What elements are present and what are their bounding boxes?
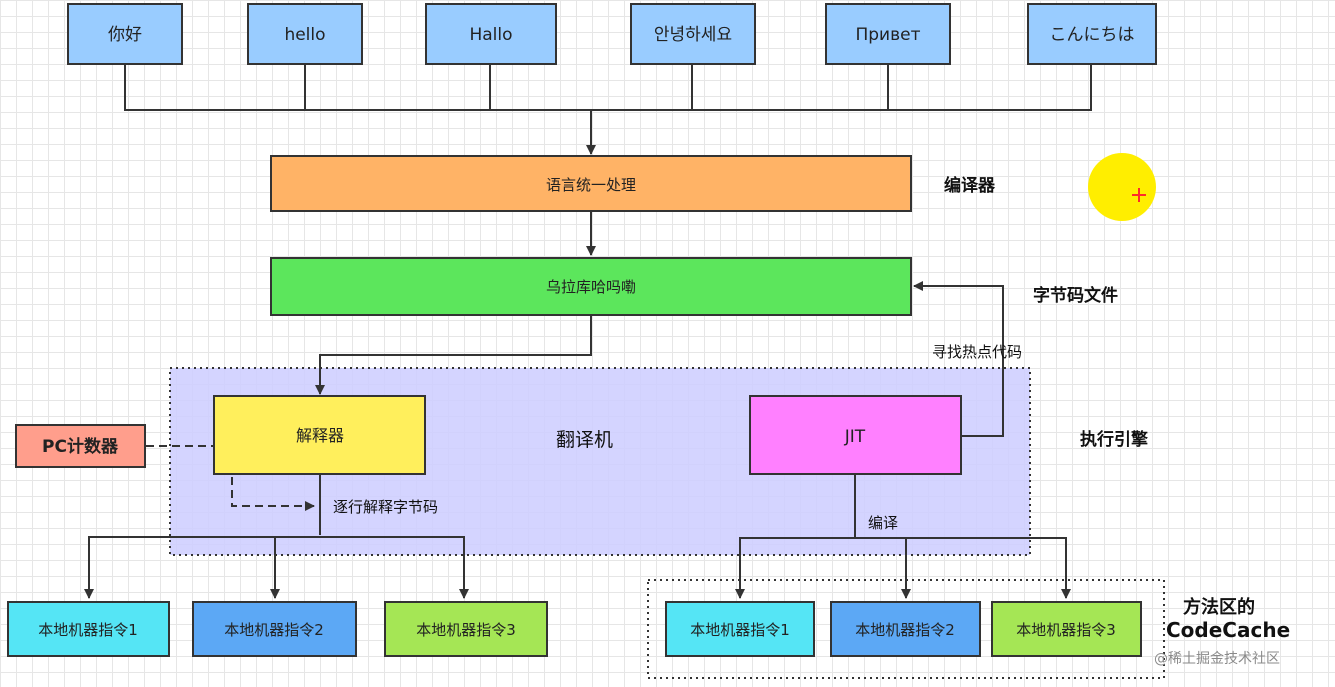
- greeting-box-3: 안녕하세요: [630, 3, 756, 65]
- instr-box-interp-2: 本地机器指令2: [192, 601, 357, 657]
- execution-engine-label: 执行引擎: [1080, 430, 1148, 450]
- greeting-box-2: Hallo: [425, 3, 557, 65]
- greeting-box-0: 你好: [67, 3, 183, 65]
- instr-label: 本地机器指令1: [690, 621, 790, 639]
- greeting-label: 你好: [108, 25, 142, 45]
- bytecode-file-label: 字节码文件: [1033, 286, 1118, 306]
- instr-label: 本地机器指令1: [38, 621, 138, 639]
- instr-label: 本地机器指令2: [224, 621, 324, 639]
- jit-box: JIT: [749, 395, 962, 475]
- cursor-highlight: [1088, 153, 1156, 221]
- pc-counter-box: PC计数器: [15, 424, 146, 468]
- instr-label: 本地机器指令3: [1016, 621, 1116, 639]
- greeting-connectors: [84, 64, 1092, 599]
- greeting-box-1: hello: [247, 3, 363, 65]
- instr-label: 本地机器指令3: [416, 621, 516, 639]
- interpreter-label: 解释器: [296, 426, 344, 445]
- bytecode-box: 乌拉库哈吗嘞: [270, 257, 912, 316]
- greeting-label: Hallo: [469, 25, 512, 45]
- instr-box-jit-1: 本地机器指令1: [665, 601, 815, 657]
- greeting-label: Привет: [855, 25, 920, 45]
- language-unify-label: 语言统一处理: [546, 176, 636, 194]
- codecache-label: CodeCache: [1166, 618, 1291, 642]
- language-unify-box: 语言统一处理: [270, 155, 912, 212]
- instr-box-jit-3: 本地机器指令3: [991, 601, 1142, 657]
- pc-counter-link: [146, 445, 315, 511]
- greeting-label: hello: [284, 25, 325, 45]
- pc-counter-label: PC计数器: [42, 436, 119, 457]
- greeting-box-4: Привет: [825, 3, 951, 65]
- jit-label: JIT: [844, 427, 866, 447]
- instr-box-jit-2: 本地机器指令2: [830, 601, 981, 657]
- instr-box-interp-1: 本地机器指令1: [7, 601, 170, 657]
- compile-label: 编译: [868, 514, 899, 532]
- instr-label: 本地机器指令2: [855, 621, 955, 639]
- watermark-label: @稀土掘金技术社区: [1154, 651, 1280, 667]
- instr-box-interp-3: 本地机器指令3: [384, 601, 548, 657]
- compiler-label: 编译器: [944, 176, 995, 196]
- translator-label: 翻译机: [556, 429, 614, 451]
- greeting-label: 안녕하세요: [654, 25, 732, 45]
- method-area-label: 方法区的: [1183, 597, 1255, 618]
- bytecode-label: 乌拉库哈吗嘞: [546, 278, 636, 296]
- find-hot-code-label: 寻找热点代码: [932, 343, 1023, 361]
- interpreter-box: 解释器: [213, 395, 426, 475]
- greeting-label: こんにちは: [1050, 25, 1135, 45]
- line-by-line-label: 逐行解释字节码: [333, 498, 439, 516]
- greeting-box-5: こんにちは: [1027, 3, 1157, 65]
